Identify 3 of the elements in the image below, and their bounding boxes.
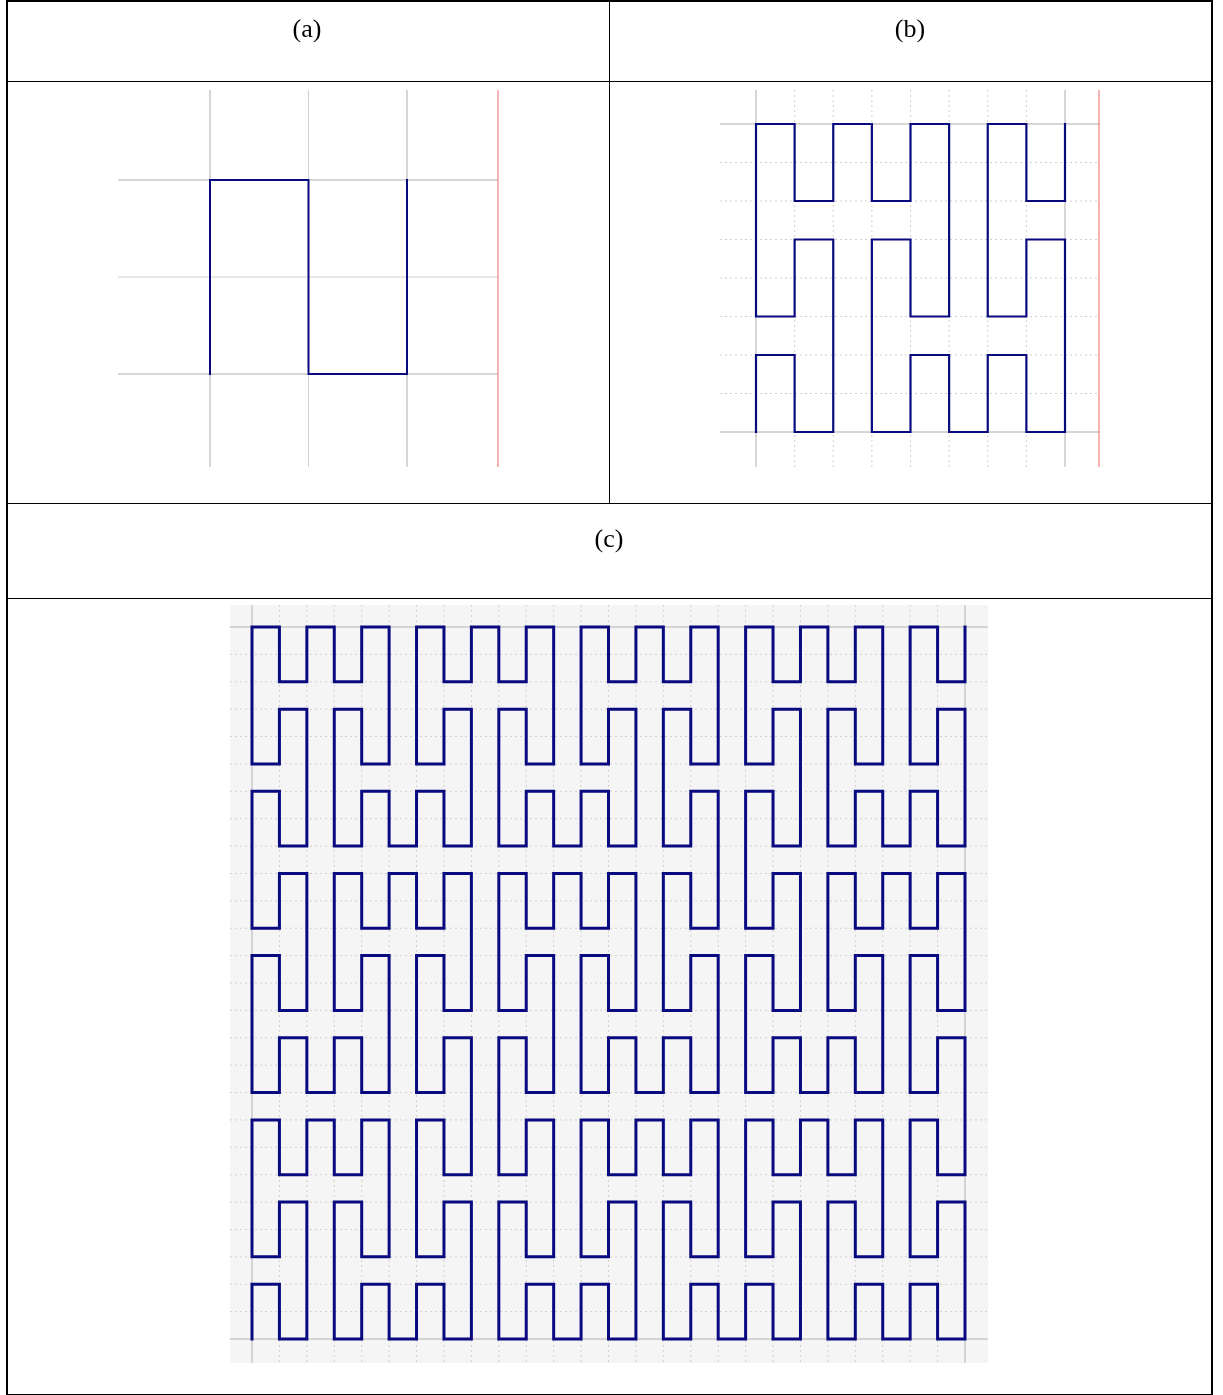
panel-label: (c)	[594, 524, 624, 554]
panel-label: (b)	[894, 14, 926, 44]
panel-label: (a)	[292, 14, 322, 44]
